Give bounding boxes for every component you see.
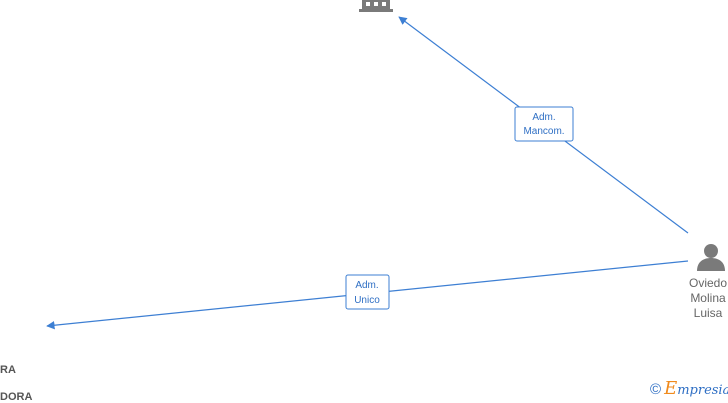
company-label[interactable]: DORA <box>0 391 33 403</box>
building-icon[interactable] <box>359 0 393 12</box>
brand-rest: mpresia <box>677 382 728 398</box>
edge-label-adm-mancom[interactable]: Adm. Mancom. <box>514 106 574 142</box>
person-name-line: Oviedo <box>688 276 728 290</box>
edge-label-line1: Adm. <box>355 280 378 291</box>
person-name-line: Molina <box>690 291 726 305</box>
person-name[interactable]: Oviedo Molina Luisa <box>683 276 728 321</box>
empresia-logo: Empresia <box>664 377 728 399</box>
person-name-line: Luisa <box>693 306 723 320</box>
empresia-watermark: © Empresia <box>650 378 728 400</box>
edge-label-line2: Mancom. <box>523 126 564 137</box>
edge-label-line2: Unico <box>354 295 380 306</box>
company-label[interactable]: RA <box>0 364 16 376</box>
person-icon[interactable] <box>697 244 725 271</box>
copyright-icon: © <box>650 380 662 398</box>
brand-initial: E <box>664 377 678 399</box>
edge-label-adm-unico[interactable]: Adm. Unico <box>345 274 390 310</box>
edge-label-line1: Adm. <box>532 112 555 123</box>
